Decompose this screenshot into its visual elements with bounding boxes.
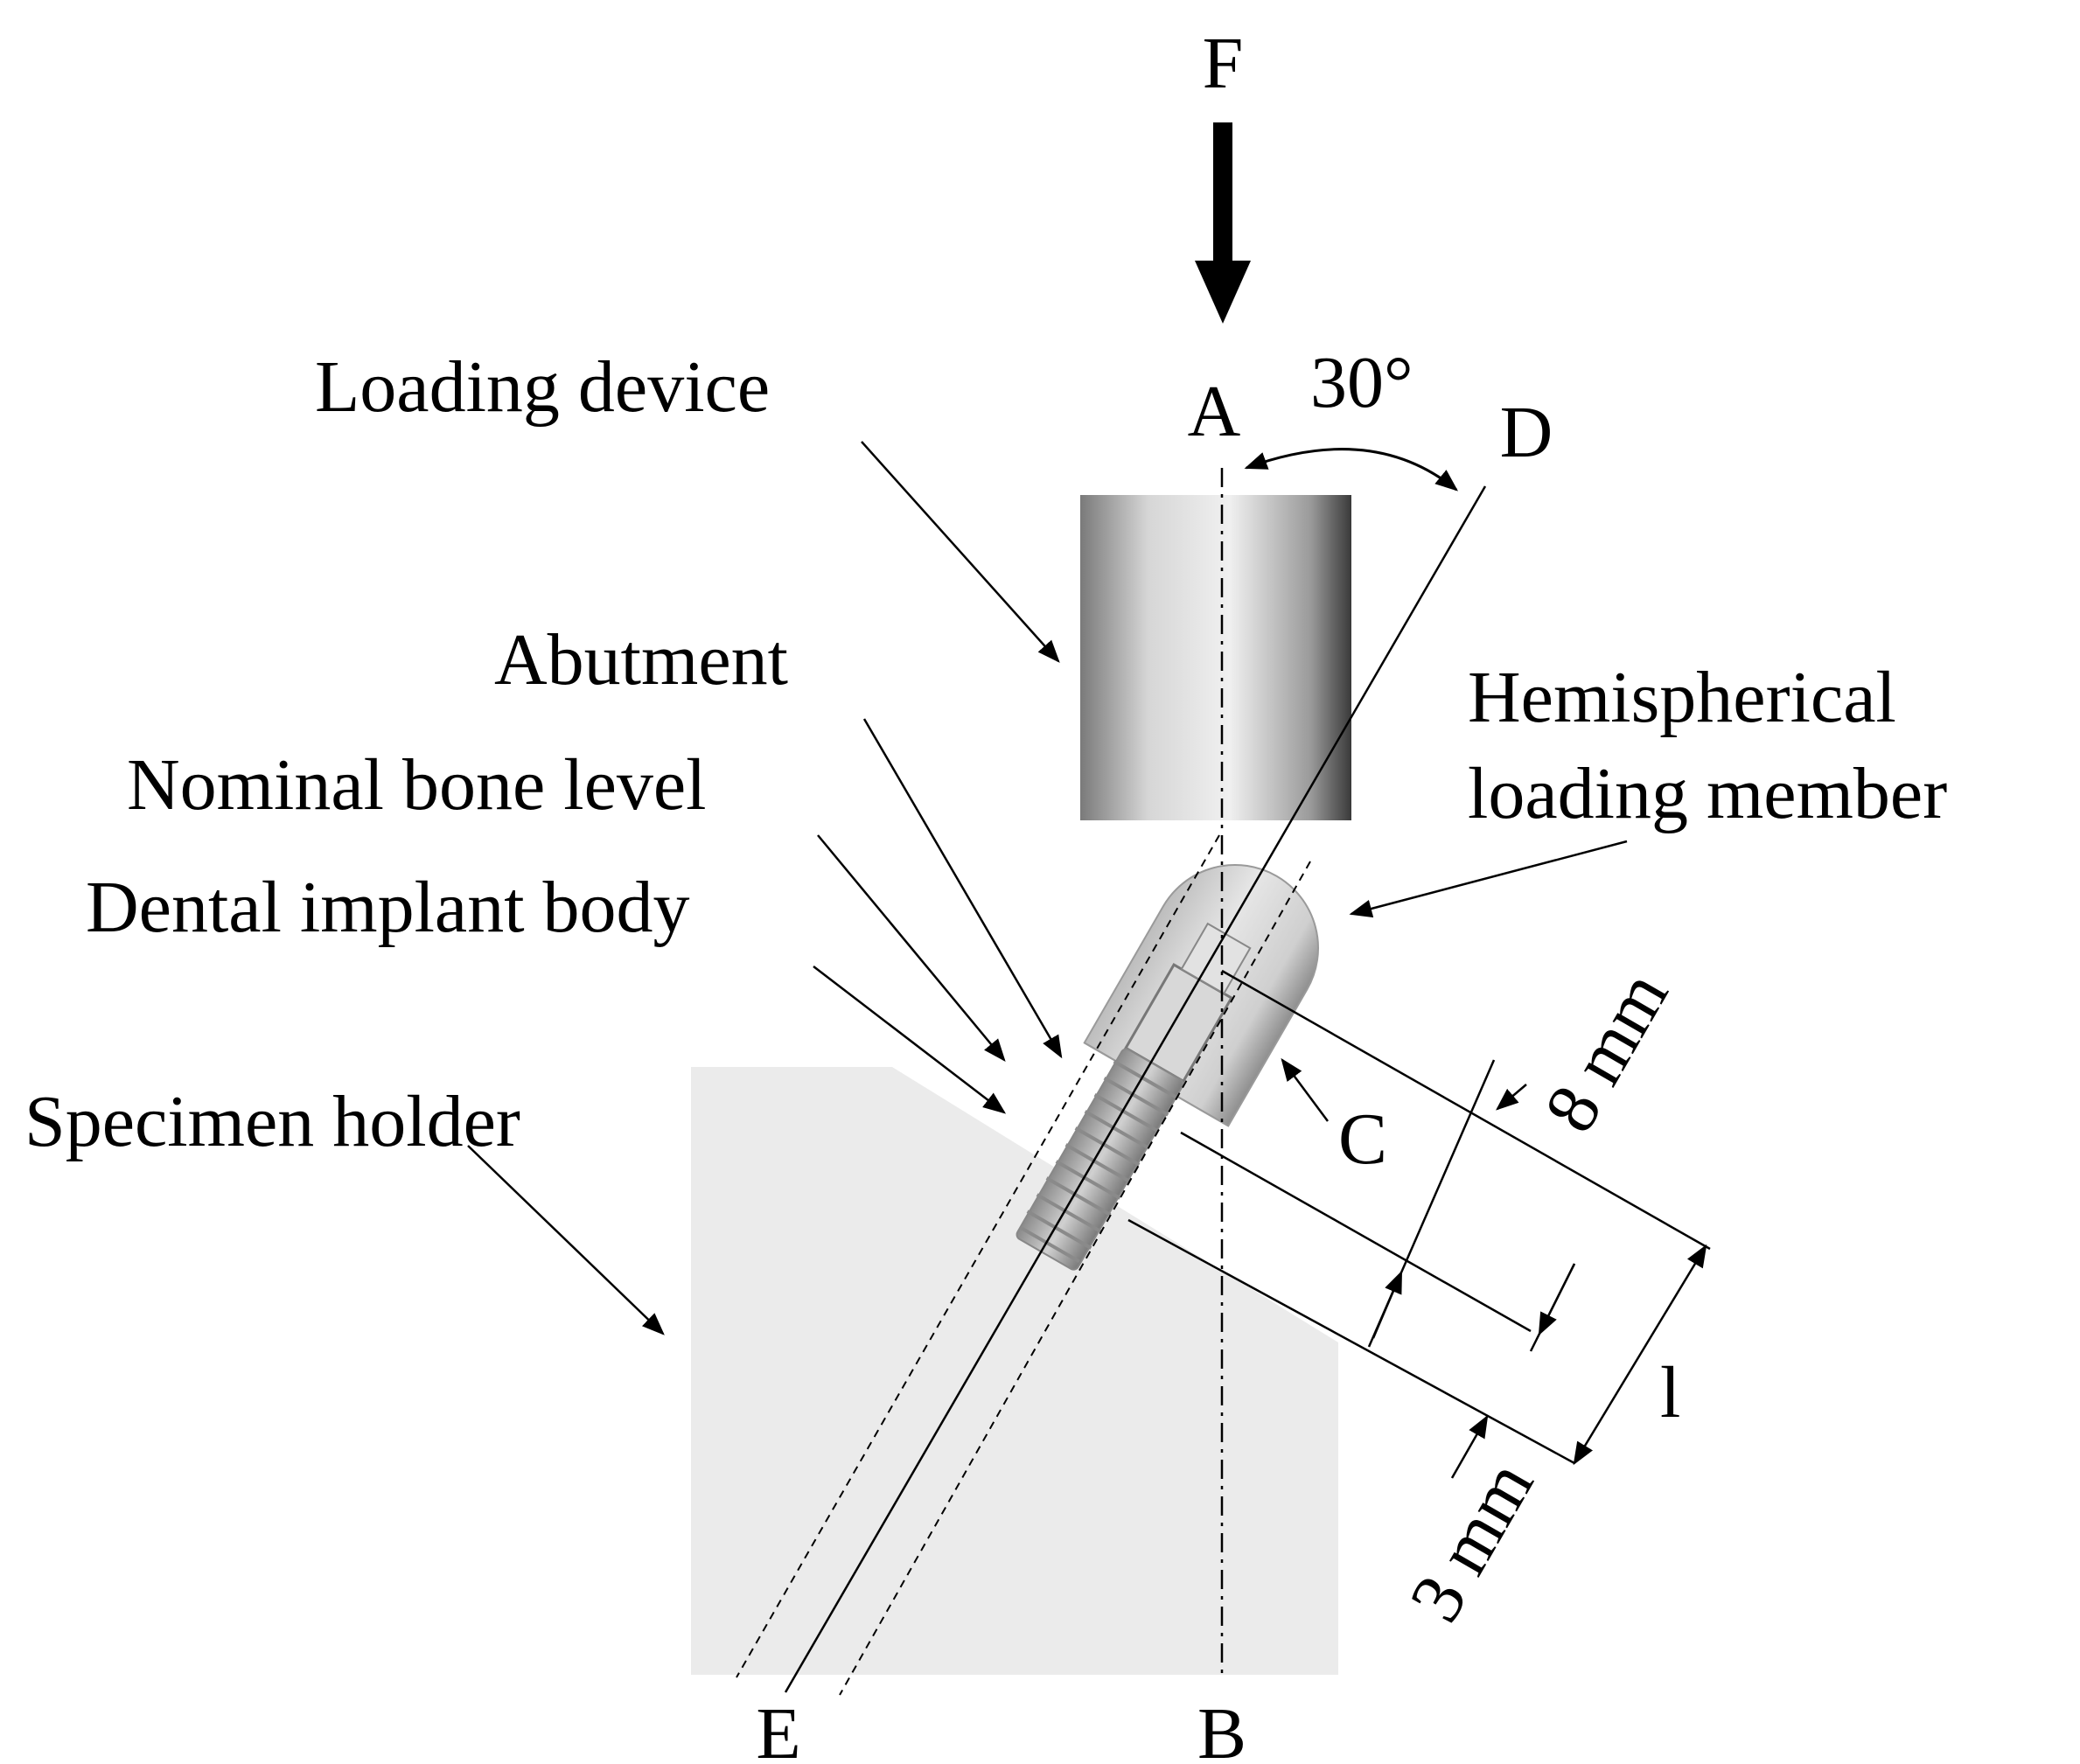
dental-implant-body-leader xyxy=(813,966,1007,1114)
ext-line-bone xyxy=(1180,1131,1532,1333)
nominal-bone-level-leader xyxy=(817,834,1006,1063)
loading-device-label: Loading device xyxy=(315,346,770,428)
implant-outline-left xyxy=(736,834,1220,1678)
implant-outline-right xyxy=(839,861,1311,1696)
hemispherical-label-line2: loading member xyxy=(1468,753,1947,834)
point-a-label: A xyxy=(1188,371,1241,452)
abutment-leader xyxy=(862,718,1063,1059)
nominal-bone-level-label: Nominal bone level xyxy=(127,744,706,826)
axis-d-e xyxy=(784,485,1487,1693)
loading-device-leader xyxy=(861,441,1060,663)
implant-assembly xyxy=(1016,922,1252,1271)
point-e-label: E xyxy=(756,1693,800,1764)
dental-implant-body-label: Dental implant body xyxy=(86,867,690,948)
force-arrow xyxy=(1195,122,1251,324)
point-c-label: C xyxy=(1338,1098,1387,1180)
point-c-leader xyxy=(1281,1057,1330,1122)
loading-device-cylinder xyxy=(1080,495,1351,820)
point-b-label: B xyxy=(1197,1693,1246,1764)
angle-arc xyxy=(1244,448,1459,492)
hemispherical-label-line1: Hemispherical xyxy=(1468,657,1896,738)
implant-body-shape xyxy=(1016,1048,1184,1271)
specimen-holder-leader xyxy=(467,1145,665,1335)
dim-3mm-label: 3 mm xyxy=(1394,1447,1549,1635)
point-d-label: D xyxy=(1500,392,1553,473)
specimen-holder-block xyxy=(691,1067,1338,1675)
dim-l-label: l xyxy=(1660,1352,1680,1433)
ext-line-3mm xyxy=(1127,1218,1575,1465)
dim-8mm-label: 8 mm xyxy=(1529,958,1684,1145)
force-label: F xyxy=(1203,23,1244,104)
dim-l-line xyxy=(1573,1244,1707,1466)
angle-label: 30° xyxy=(1310,342,1413,423)
ext-line-c xyxy=(1221,969,1711,1251)
specimen-holder-label: Specimen holder xyxy=(24,1081,520,1162)
abutment-label: Abutment xyxy=(494,619,788,701)
hemispherical-leader xyxy=(1349,840,1628,918)
